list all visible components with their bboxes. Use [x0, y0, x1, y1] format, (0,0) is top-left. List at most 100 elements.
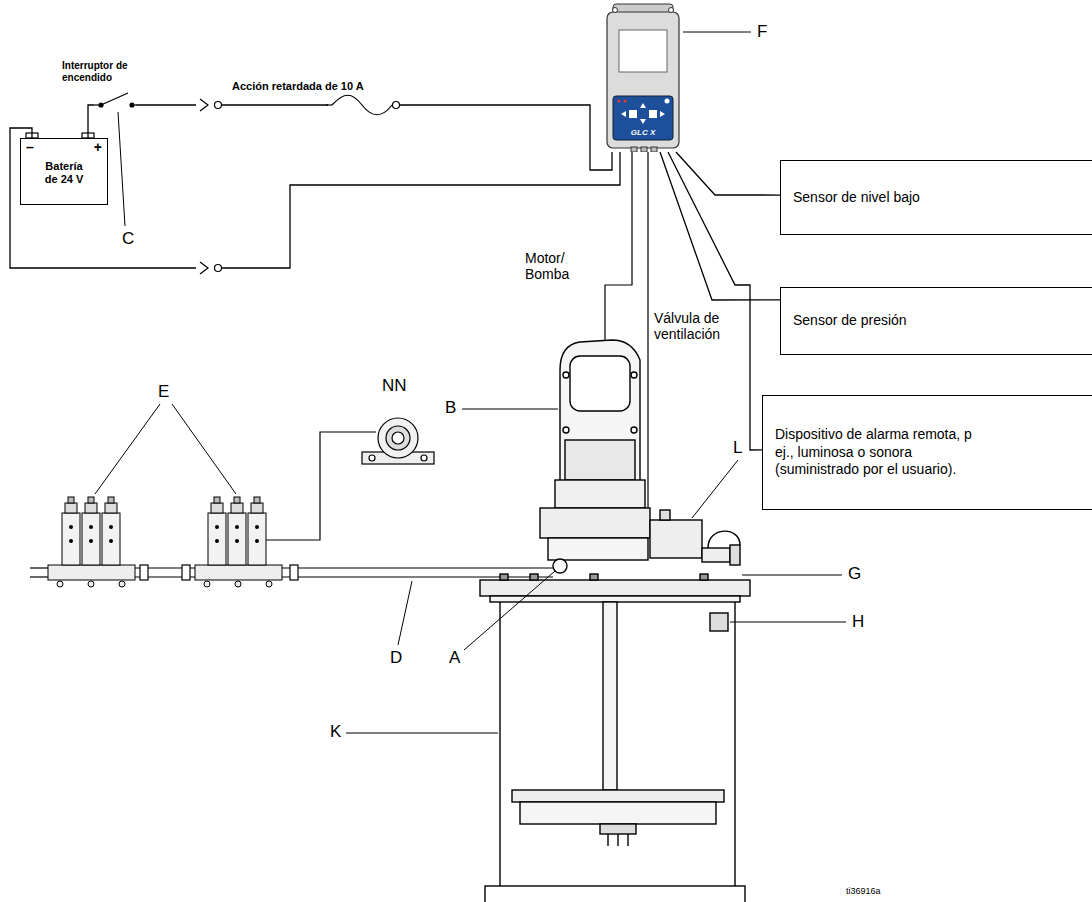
reservoir	[700, 574, 708, 580]
leader-line	[95, 404, 160, 494]
pillow-block-bearing	[378, 418, 418, 458]
pump-head	[631, 372, 637, 378]
leader-line	[464, 571, 555, 650]
fuse-label: Acción retardada de 10 A	[232, 80, 364, 93]
callout-letter: C	[122, 229, 134, 249]
controller-body	[607, 12, 679, 148]
pump-head	[631, 427, 637, 433]
controller-body	[618, 100, 621, 103]
reservoir	[520, 802, 716, 824]
injector	[248, 497, 266, 565]
controller-body	[660, 111, 665, 117]
controller-body	[624, 100, 627, 103]
wire	[668, 152, 762, 450]
vent-valve-block	[650, 510, 702, 558]
pressure-fitting	[702, 531, 740, 565]
switch-symbol	[101, 93, 128, 105]
line-gap	[328, 95, 396, 115]
leader-line	[730, 622, 846, 623]
injector-manifold	[88, 581, 94, 587]
controller-body	[631, 147, 637, 152]
reservoir	[734, 602, 735, 888]
callout-letter: H	[852, 612, 864, 632]
callout-letter: A	[449, 648, 460, 668]
callout-letter: K	[330, 722, 341, 742]
reservoir	[480, 574, 750, 902]
reservoir	[627, 834, 628, 846]
battery-text: –	[26, 140, 34, 154]
pillow-block-bearing	[362, 418, 434, 464]
reservoir	[600, 824, 636, 834]
leader-line	[346, 733, 498, 734]
injector-manifold	[48, 565, 135, 580]
connector-symbol	[200, 99, 222, 274]
wire-group	[10, 105, 780, 450]
injector	[62, 497, 266, 565]
leader-line	[118, 112, 125, 226]
callout-letter: F	[757, 22, 767, 42]
sensor-box: Sensor de nivel bajo	[780, 160, 1092, 235]
reservoir	[500, 574, 508, 580]
outlet-tube	[290, 565, 298, 580]
switch-symbol	[94, 93, 136, 107]
controller-body	[613, 96, 673, 140]
wire-label: Válvula de ventilación	[654, 310, 746, 342]
callout-letter: B	[445, 398, 456, 418]
leader-line	[398, 581, 412, 645]
reservoir	[607, 834, 608, 846]
outlet-tube	[282, 576, 553, 577]
pressure-fitting	[702, 548, 730, 562]
pump-head	[540, 340, 650, 573]
pressure-fitting	[708, 531, 740, 548]
connector-symbol	[200, 262, 208, 274]
controller-body	[619, 30, 667, 72]
pump-head	[540, 508, 650, 538]
connector-symbol	[200, 99, 208, 111]
signal-wire	[647, 152, 648, 508]
injector-manifold	[204, 581, 210, 587]
pillow-block-bearing	[386, 426, 410, 450]
pump-head	[555, 480, 645, 508]
injector	[208, 497, 226, 565]
reservoir	[530, 574, 538, 580]
figure-id: ti36916a	[846, 886, 881, 896]
wire-label: Motor/ Bomba	[525, 250, 589, 282]
battery-box: –+Batería de 24 V	[20, 138, 108, 205]
callout-letter: NN	[382, 376, 407, 396]
pressure-fitting	[730, 545, 740, 565]
line-gap	[94, 90, 396, 276]
fuse-symbol	[326, 95, 400, 115]
leader-line	[95, 32, 846, 733]
injector	[102, 497, 120, 565]
outlet-tube	[30, 567, 48, 568]
injector	[228, 497, 246, 565]
reservoir	[485, 886, 745, 902]
controller-body	[629, 110, 637, 118]
controller-body	[641, 147, 647, 152]
pump-head	[565, 440, 635, 480]
controller-body	[665, 99, 670, 104]
reservoir	[499, 602, 500, 888]
controller-body	[613, 8, 618, 13]
outlet-tube	[182, 565, 190, 580]
reservoir	[617, 834, 618, 846]
reservoir	[710, 613, 728, 631]
leader-line	[118, 112, 125, 226]
wire	[660, 152, 780, 300]
outlet-tube	[30, 576, 48, 577]
callout-letter: D	[390, 648, 402, 668]
pump-head	[553, 559, 567, 573]
pillow-block-bearing	[421, 455, 427, 461]
battery-text: +	[94, 140, 102, 154]
leader-line	[462, 409, 558, 410]
injector-manifold	[48, 565, 282, 587]
line-gap	[94, 90, 136, 109]
reservoir	[590, 574, 598, 580]
fuse-symbol	[393, 102, 400, 109]
fuse-symbol	[326, 104, 332, 105]
callout-letter: G	[848, 564, 861, 584]
injector-manifold	[266, 581, 272, 587]
reservoir	[490, 596, 740, 602]
injector	[62, 497, 80, 565]
vent-valve-block	[660, 510, 670, 520]
